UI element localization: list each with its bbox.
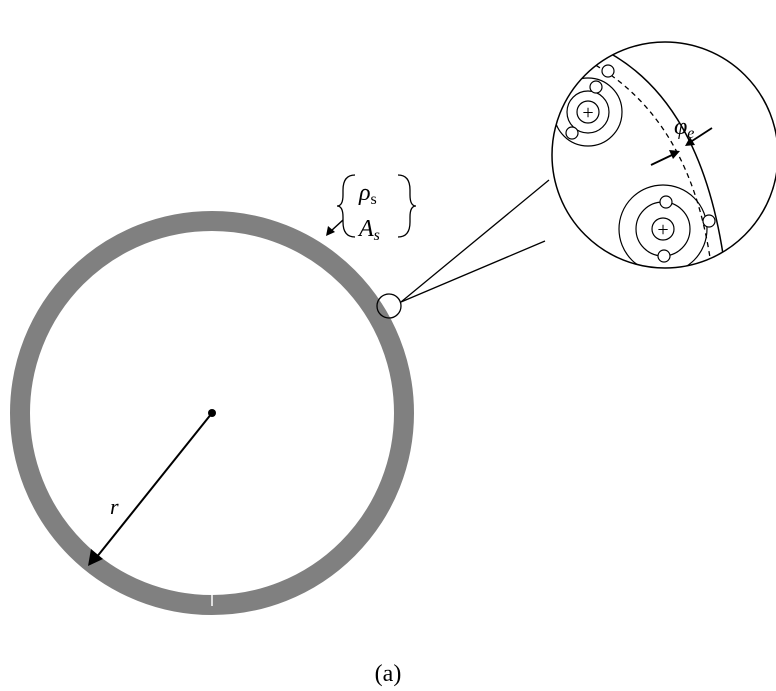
radius-label: r	[110, 494, 119, 519]
electron	[602, 65, 614, 77]
area-label: As	[357, 216, 380, 244]
radius-line	[96, 413, 212, 558]
callout-line-lower	[401, 241, 545, 302]
figure-caption: (a)	[375, 661, 402, 687]
bracket-left	[337, 175, 355, 237]
electron	[590, 81, 602, 93]
bracket-pointer-line	[331, 220, 343, 231]
atom-upper-plus: +	[582, 102, 593, 124]
callout-line-upper	[401, 180, 549, 302]
density-label: ρs	[358, 180, 377, 208]
bracket-pointer-arrowhead	[326, 226, 335, 236]
electron	[566, 127, 578, 139]
bracket-right	[398, 175, 416, 237]
electron	[703, 215, 715, 227]
atom-lower-plus: +	[657, 219, 668, 241]
electron	[660, 196, 672, 208]
electron	[658, 250, 670, 262]
